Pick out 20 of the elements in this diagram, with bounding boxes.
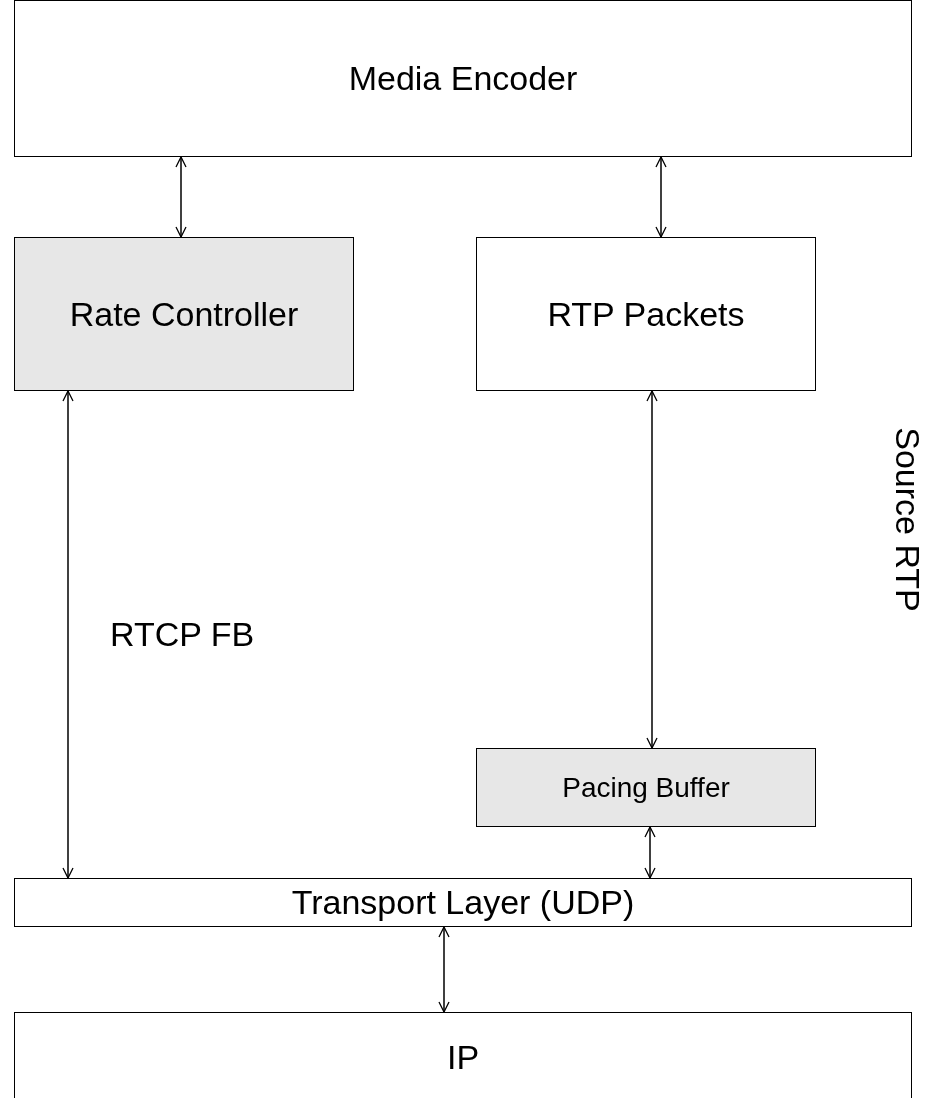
box-label: Transport Layer (UDP) (291, 883, 635, 922)
box-label: Pacing Buffer (562, 771, 730, 804)
process-box (14, 878, 912, 927)
process-box (14, 237, 354, 391)
double-arrow (646, 390, 658, 749)
double-arrow (175, 156, 187, 238)
process-box (476, 237, 816, 391)
box-label: Media Encoder (348, 59, 578, 98)
box-label: RTP Packets (547, 294, 745, 334)
box-label: Rate Controller (69, 294, 299, 334)
double-arrow (438, 926, 450, 1013)
double-arrow (62, 390, 74, 879)
process-box (476, 748, 816, 827)
process-box (14, 0, 912, 157)
side-label: Source RTP (887, 427, 927, 612)
annotation-label: RTCP FB (110, 615, 255, 654)
box-label: IP (446, 1037, 480, 1077)
double-arrow (655, 156, 667, 238)
process-box (14, 1012, 912, 1098)
double-arrow (644, 826, 656, 879)
